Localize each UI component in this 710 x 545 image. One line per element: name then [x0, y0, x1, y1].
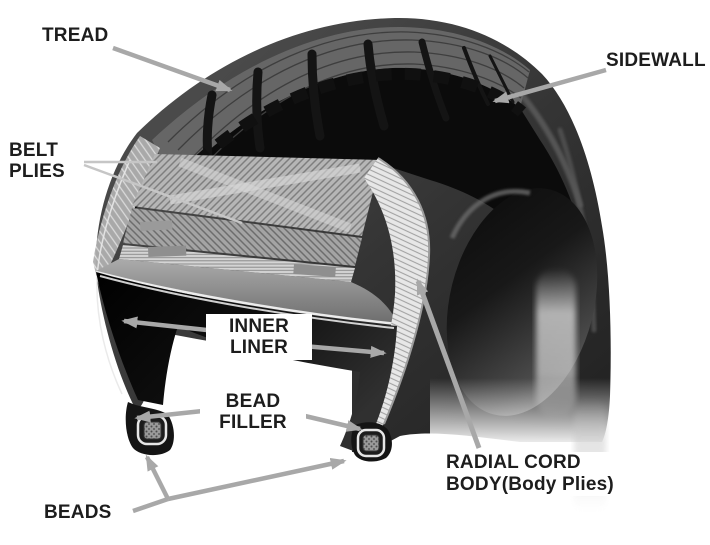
sidewall-arrow [492, 67, 607, 104]
bead-left [125, 402, 174, 456]
beads-label: BEADS [44, 502, 112, 523]
radial-cord-body-arrow [415, 278, 482, 449]
under-tread-shadow [133, 67, 583, 260]
bead-filler-label-line1: BEAD [225, 391, 281, 412]
inner-liner [96, 272, 397, 452]
tread-label: TREAD [42, 25, 109, 46]
left-cut-edge [93, 136, 160, 286]
radial-cord-body-label-line1: RADIAL CORD [446, 452, 581, 473]
belt-plies-label-line1: BELT [9, 140, 58, 161]
radial-cord-body-label: RADIAL CORD BODY(Body Plies) [446, 452, 614, 496]
left-edge-seam [96, 159, 131, 395]
callout-arrows [83, 45, 607, 514]
tread-arrow [112, 45, 233, 93]
belt-ply-2 [123, 208, 362, 266]
belt-plies-label: BELT PLIES [9, 140, 65, 182]
radial-cord-body-label-line2: BODY(Body Plies) [446, 474, 614, 495]
inner-liner-label: INNER LINER [206, 314, 312, 360]
inner-liner-label-line1: INNER [228, 316, 290, 337]
inner-liner-arrow-left [121, 316, 217, 334]
beads-arrow [132, 454, 347, 514]
bead-filler-arrow-left [134, 407, 213, 423]
belt-plies-line-2 [83, 163, 243, 225]
inner-liner-label-line2: LINER [230, 337, 288, 358]
bead-right [351, 422, 392, 462]
radial-cord-body-roll [352, 157, 431, 444]
bead-filler-label-line2: FILLER [219, 412, 287, 433]
belt-plies-label-line2: PLIES [9, 161, 65, 182]
sidewall-label: SIDEWALL [606, 50, 706, 71]
inner-liner-seam [99, 275, 395, 329]
body-ply-seam [95, 270, 398, 326]
belt-plies [119, 154, 381, 282]
bead-filler-label: BEAD FILLER [200, 389, 306, 435]
body-ply-surface [96, 259, 397, 323]
tread [152, 26, 530, 189]
tread-shoulder-blocks [171, 67, 527, 189]
